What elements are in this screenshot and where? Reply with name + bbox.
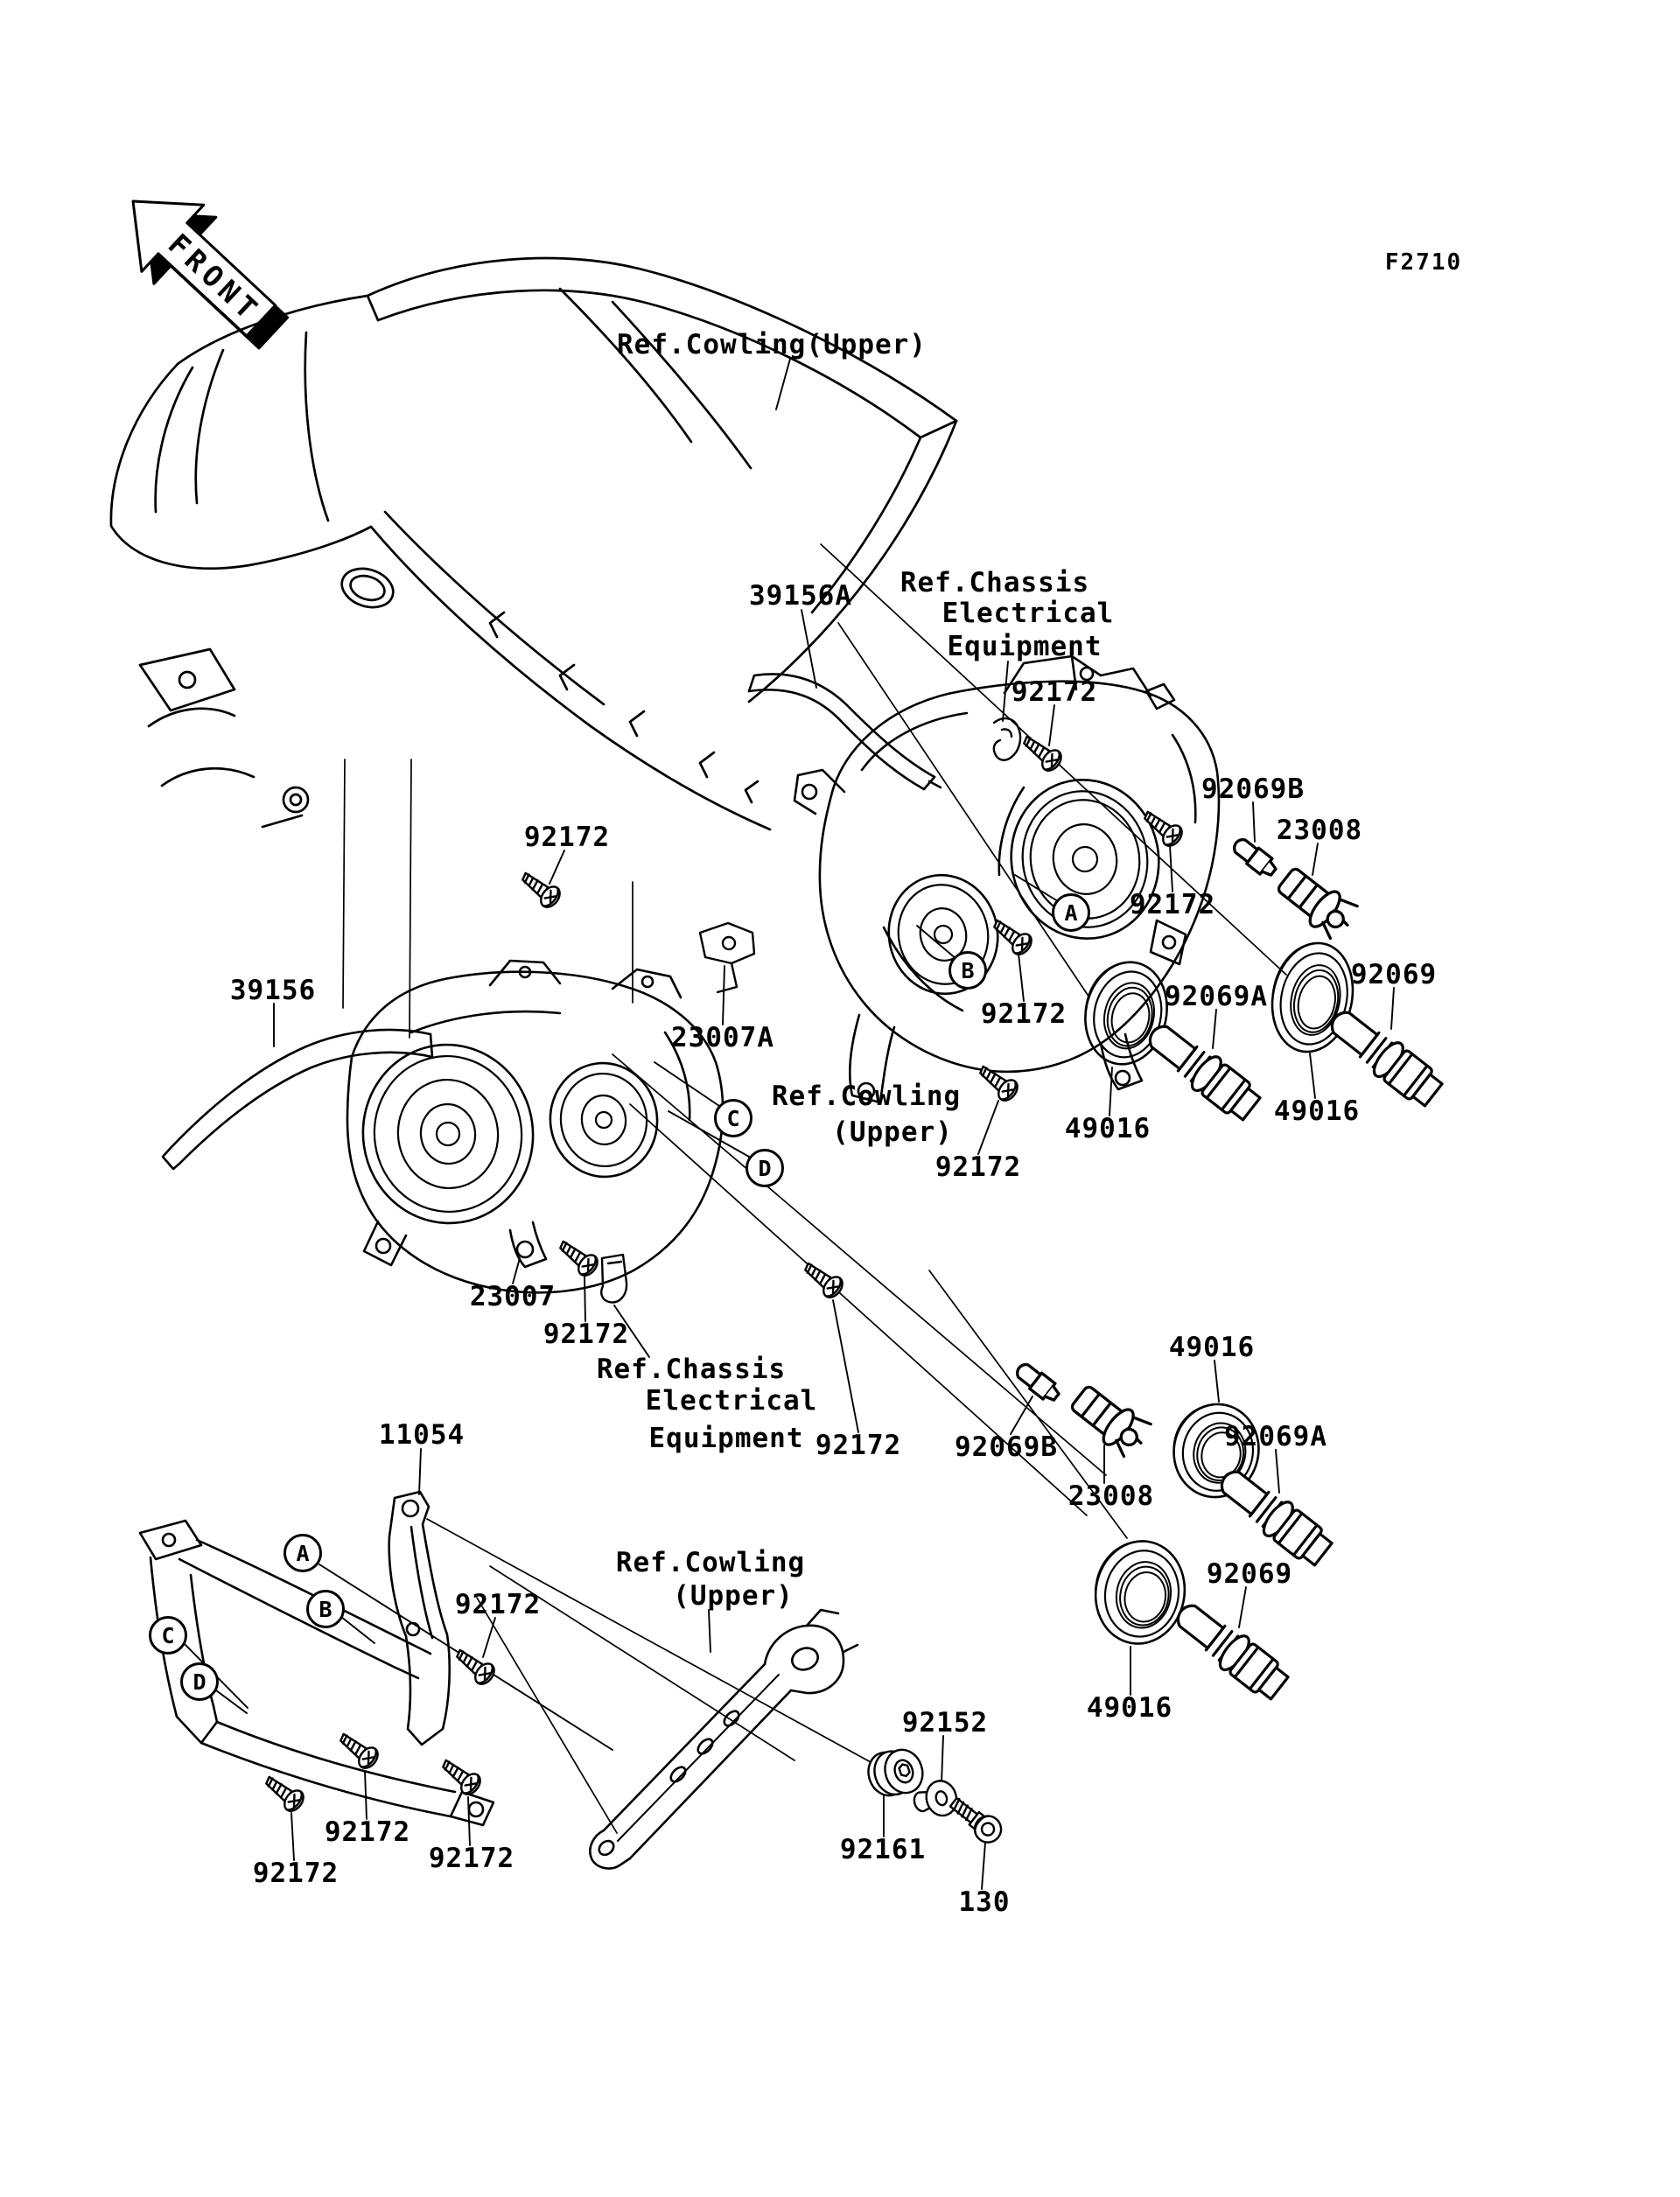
chassis-clip-top-drawing [992,717,1022,761]
index-circle-c-6: C [149,1616,187,1655]
index-circle-a-0: A [1052,893,1090,932]
callout-ref-chassis-bot-l2: Electrical [645,1385,818,1417]
callout-fig-code: F2710 [1384,249,1463,276]
trim-39156-drawing [161,1028,434,1171]
callout-ref-chassis-bot-l1: Ref.Chassis [596,1354,787,1385]
bolt-130-drawing [948,1796,1003,1844]
index-circle-d-3: D [746,1149,784,1187]
callout-part-39156: 39156 [229,975,317,1006]
index-circle-d-7: D [180,1662,219,1701]
callout-part-92172-4: 92172 [934,1151,1022,1183]
callout-part-23007: 23007 [469,1281,556,1312]
callout-ref-chassis-bot-l3: Equipment [648,1423,804,1454]
callout-part-23008-2: 23008 [1068,1480,1155,1512]
index-circle-b-5: B [306,1590,345,1628]
callout-part-49016-1: 49016 [1064,1113,1152,1144]
callout-ref-cowling-mid-l2: (Upper) [832,1116,953,1148]
callout-part-39156a: 39156A [749,580,852,612]
callout-part-49016-4: 49016 [1086,1692,1173,1724]
callout-part-49016-2: 49016 [1273,1095,1361,1127]
bracket-23007a-drawing [698,921,756,994]
callout-part-92172-3: 92172 [980,998,1068,1030]
callout-part-92069-2: 92069 [1206,1558,1293,1590]
callout-part-92172-5: 92172 [523,822,611,853]
callout-part-92161: 92161 [839,1834,927,1865]
alignment-lines [342,543,1287,1834]
callout-ref-cowling-mid-l1: Ref.Cowling [771,1081,962,1112]
callout-part-92069a-2: 92069A [1224,1421,1327,1452]
headlight-unit-left-drawing [346,959,724,1294]
index-circle-a-4: A [284,1534,322,1572]
callout-part-49016-3: 49016 [1168,1332,1256,1363]
index-circle-c-2: C [714,1099,752,1137]
upper-cowling-drawing [109,256,958,831]
front-arrow-label: FRONT [162,227,268,329]
callout-part-92172-11: 92172 [252,1858,340,1889]
callout-part-92069a-1: 92069A [1165,981,1268,1012]
trim-39156a-drawing [747,673,942,791]
callout-ref-chassis-top-l2: Electrical [942,598,1115,629]
washer-92152-drawing [913,1780,958,1817]
index-circle-b-1: B [948,951,987,990]
callout-ref-chassis-top-l1: Ref.Chassis [900,567,1090,598]
callout-ref-cowling-bot-l1: Ref.Cowling [615,1547,806,1578]
callout-part-23008-1: 23008 [1276,815,1363,846]
callout-ref-chassis-top-l3: Equipment [947,631,1102,662]
socket-23008-drawings [1064,859,1362,1463]
callout-part-130: 130 [958,1886,1011,1918]
headlight-unit-right-drawing [793,654,1221,1104]
grommet-92161-drawing [867,1748,924,1797]
callout-part-92069b-2: 92069B [955,1431,1058,1463]
callout-part-92172-2: 92172 [1129,889,1216,920]
callout-part-92152: 92152 [901,1707,989,1739]
callout-part-92172-9: 92172 [324,1816,411,1848]
callout-part-92172-1: 92172 [1011,676,1098,708]
callout-part-23007a: 23007A [671,1022,774,1053]
callout-part-92069b-1: 92069B [1201,773,1305,805]
callout-part-92172-6: 92172 [542,1319,630,1350]
callout-ref-cowling-bot-l2: (Upper) [673,1580,794,1612]
callout-part-92172-7: 92172 [815,1430,902,1461]
callout-ref-cowling-top: Ref.Cowling(Upper) [617,329,927,360]
callout-part-92172-10: 92172 [428,1843,515,1874]
callout-part-92069-1: 92069 [1350,959,1438,990]
front-arrow: FRONT [131,199,290,350]
screw-92172-drawings [259,729,1187,1816]
callout-part-92172-8: 92172 [454,1589,542,1620]
chassis-clip-bottom-drawing [600,1253,628,1304]
callout-part-11054: 11054 [378,1419,466,1451]
stay-drawing [589,1608,859,1870]
bracket-11054-drawing [138,1490,495,1827]
